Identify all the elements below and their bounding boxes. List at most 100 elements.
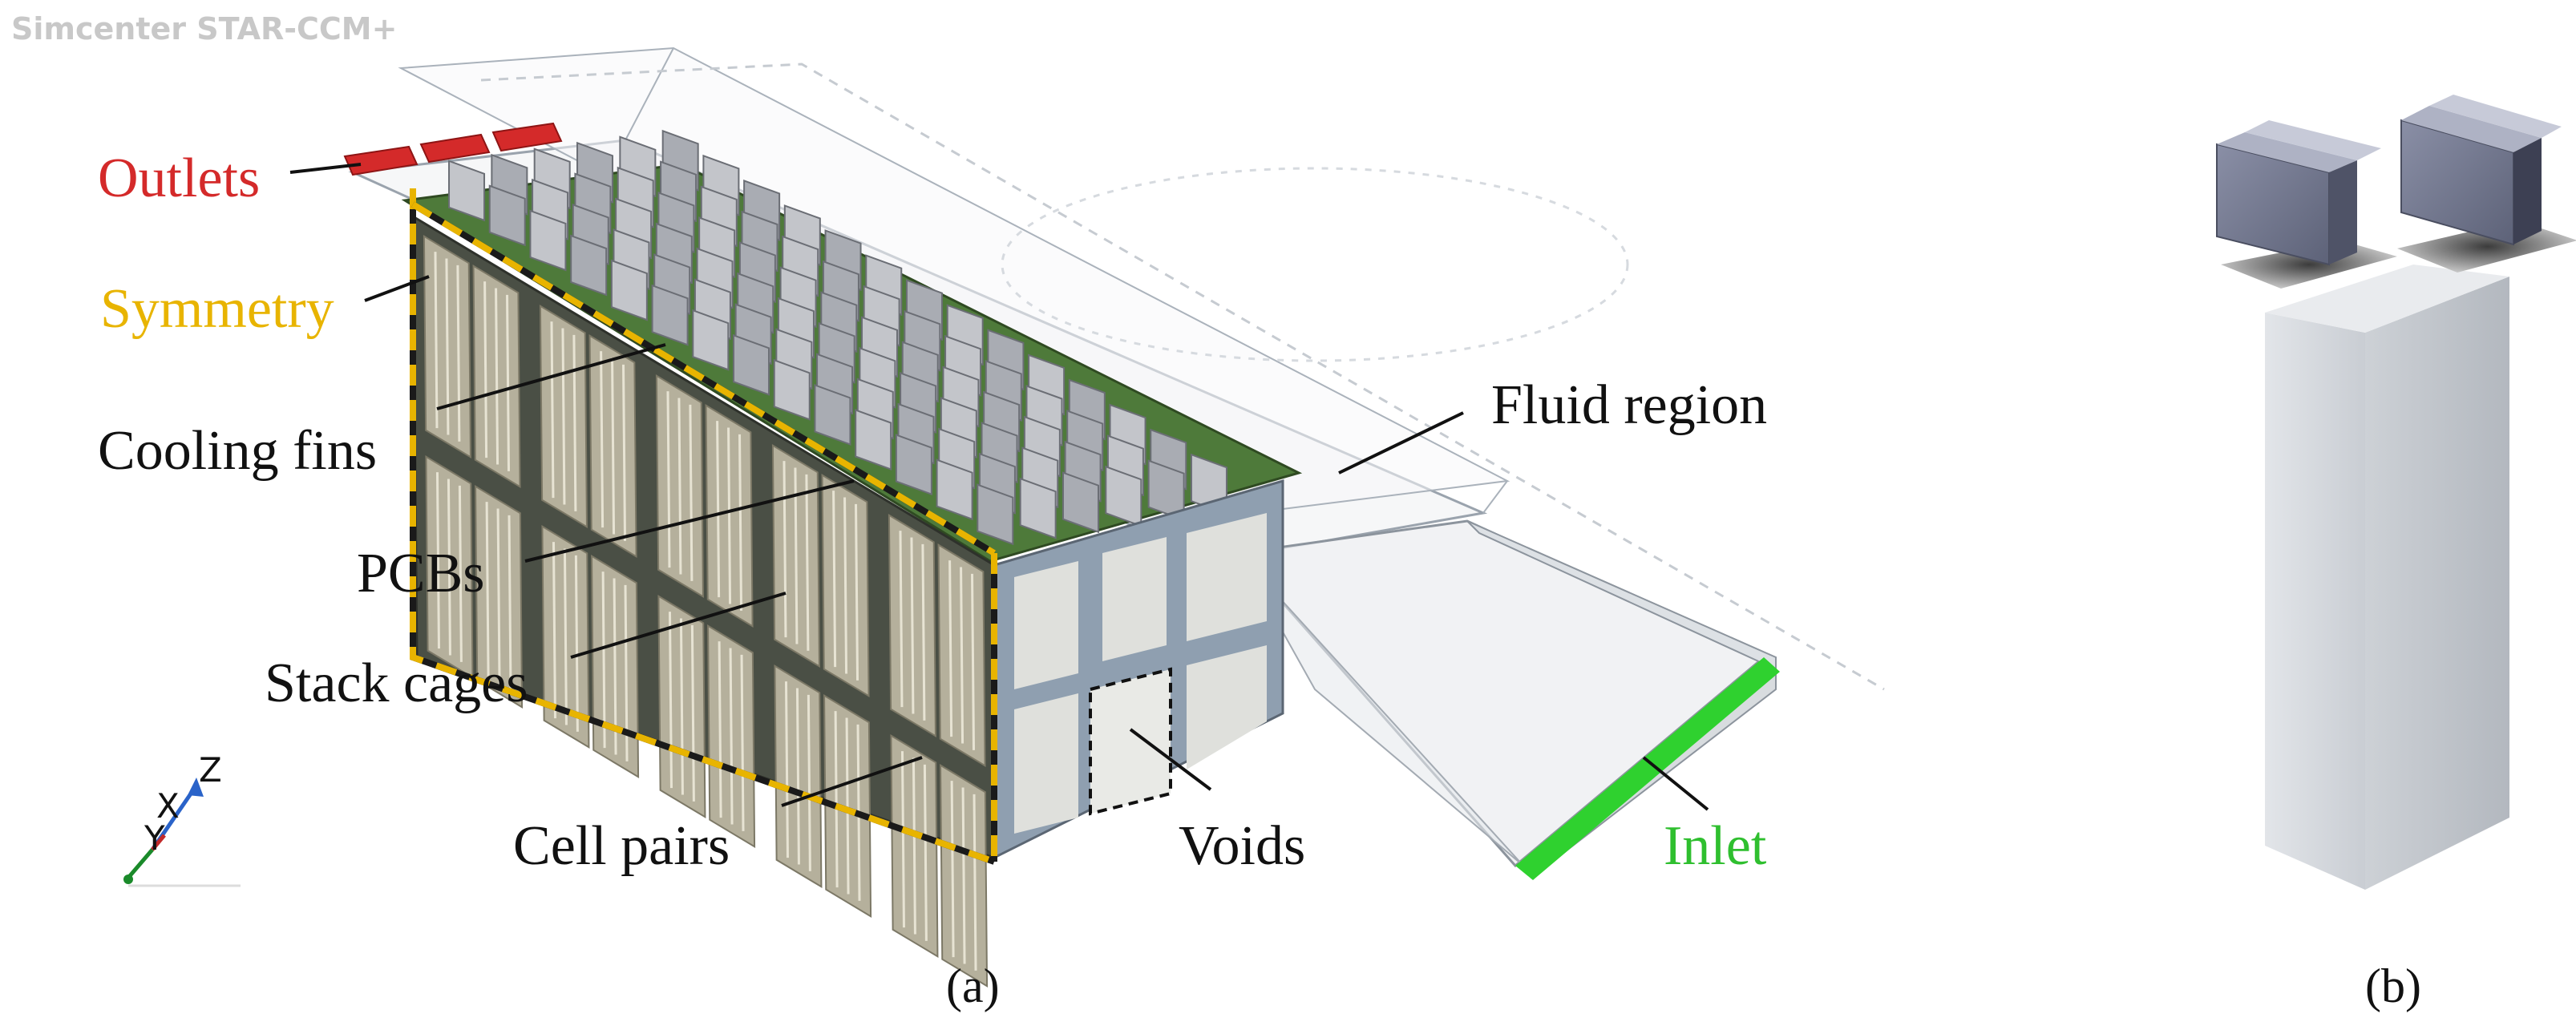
cooling-fin (570, 234, 608, 297)
outlet-3 (491, 122, 563, 152)
cell-line (900, 751, 905, 928)
cell-line (666, 391, 671, 568)
cell-pairs-group (423, 234, 989, 988)
cooling-fin (733, 333, 770, 396)
cell-line (716, 421, 721, 598)
label-cell-pairs: Cell pairs (513, 815, 730, 877)
cell-line (458, 485, 463, 662)
outlets-group (343, 122, 563, 176)
cell-line (784, 681, 789, 858)
cell-line (960, 567, 964, 744)
stack-cages-face (411, 214, 996, 988)
cell-line (729, 648, 734, 825)
cell-line (783, 461, 787, 638)
cell-line (447, 479, 451, 656)
cell-line (611, 357, 616, 535)
label-fluid-region: Fluid region (1491, 374, 1767, 436)
cell-line (843, 497, 848, 674)
cooling-fin (529, 209, 567, 272)
label-voids: Voids (1179, 815, 1305, 877)
cell-line (899, 531, 904, 708)
caption-a: (a) (946, 959, 1000, 1012)
software-watermark: Simcenter STAR-CCM+ (11, 11, 398, 46)
cell-line (912, 757, 916, 935)
cell-line (794, 467, 799, 644)
cell-column-side (2365, 277, 2509, 890)
cooling-fin (1105, 465, 1142, 527)
cell-line (689, 404, 694, 581)
cell-line (668, 612, 673, 789)
cooling-fin (448, 160, 486, 222)
label-symmetry: Symmetry (100, 278, 334, 340)
cell-line (496, 508, 501, 685)
cell-line (485, 502, 490, 679)
leader-lines (289, 163, 1709, 811)
cooling-fin (814, 384, 851, 446)
cooling-fin (488, 184, 526, 247)
cell-line (921, 543, 926, 721)
cell-line (834, 711, 839, 888)
cell-line (435, 472, 440, 649)
cooling-fin (936, 458, 973, 521)
inlet-face (1515, 657, 1780, 880)
outlet-1 (343, 145, 419, 176)
cell-line (506, 294, 511, 471)
cell-line (445, 258, 450, 435)
cell-line (948, 560, 953, 737)
cell-column-top (2265, 265, 2509, 333)
cell-line (434, 252, 439, 429)
cell-line (563, 548, 568, 725)
cell-line (923, 764, 928, 941)
cell-line (738, 434, 743, 611)
cell-line (550, 321, 555, 499)
caption-b: (b) (2365, 959, 2421, 1012)
cell-line (483, 281, 488, 458)
cell-line (971, 573, 976, 750)
cooling-fin (895, 434, 932, 495)
cooling-fin (610, 259, 648, 321)
cooling-fin (651, 284, 689, 346)
end-frame (993, 479, 1284, 860)
axis-z-label: Z (199, 750, 222, 790)
cell-line (845, 717, 850, 895)
axis-triad: Z X Y (123, 750, 241, 887)
cell-line (950, 781, 955, 958)
cell-line (727, 427, 732, 604)
cell-line (795, 688, 800, 865)
cell-line (600, 351, 605, 528)
cell-line (740, 654, 745, 831)
label-inlet: Inlet (1664, 815, 1767, 877)
cell-line (690, 624, 695, 802)
cell-line (855, 503, 859, 681)
cell-line (574, 555, 579, 732)
cell-line (572, 334, 577, 511)
cell-line (805, 474, 810, 651)
cooling-fin (773, 358, 811, 421)
cell-line (456, 265, 461, 442)
cell-line (807, 694, 811, 871)
outlet-2 (419, 133, 491, 164)
label-stack-cages: Stack cages (265, 652, 528, 714)
cell-line (495, 288, 499, 465)
cell-line (679, 618, 684, 795)
axis-x-label: X (156, 786, 180, 826)
cooling-fin (1019, 477, 1057, 539)
cooling-fins-group (448, 129, 1227, 546)
fin-left (2216, 120, 2381, 266)
cell-line (910, 537, 915, 714)
symmetry-edges (410, 188, 997, 865)
cell-line (961, 787, 966, 964)
panel-b: (b) (2216, 95, 2576, 1012)
cell-line (601, 572, 606, 749)
inlet-duct (1236, 519, 1780, 880)
cell-line (508, 515, 512, 692)
axis-y-label: Y (144, 818, 165, 858)
cooling-fin (855, 409, 892, 471)
cooling-fin (692, 309, 730, 371)
cooling-fin (977, 483, 1014, 546)
cell-line (677, 398, 682, 575)
fin-right (2400, 95, 2562, 246)
cooling-fin (1062, 471, 1099, 534)
cell-line (832, 491, 837, 668)
